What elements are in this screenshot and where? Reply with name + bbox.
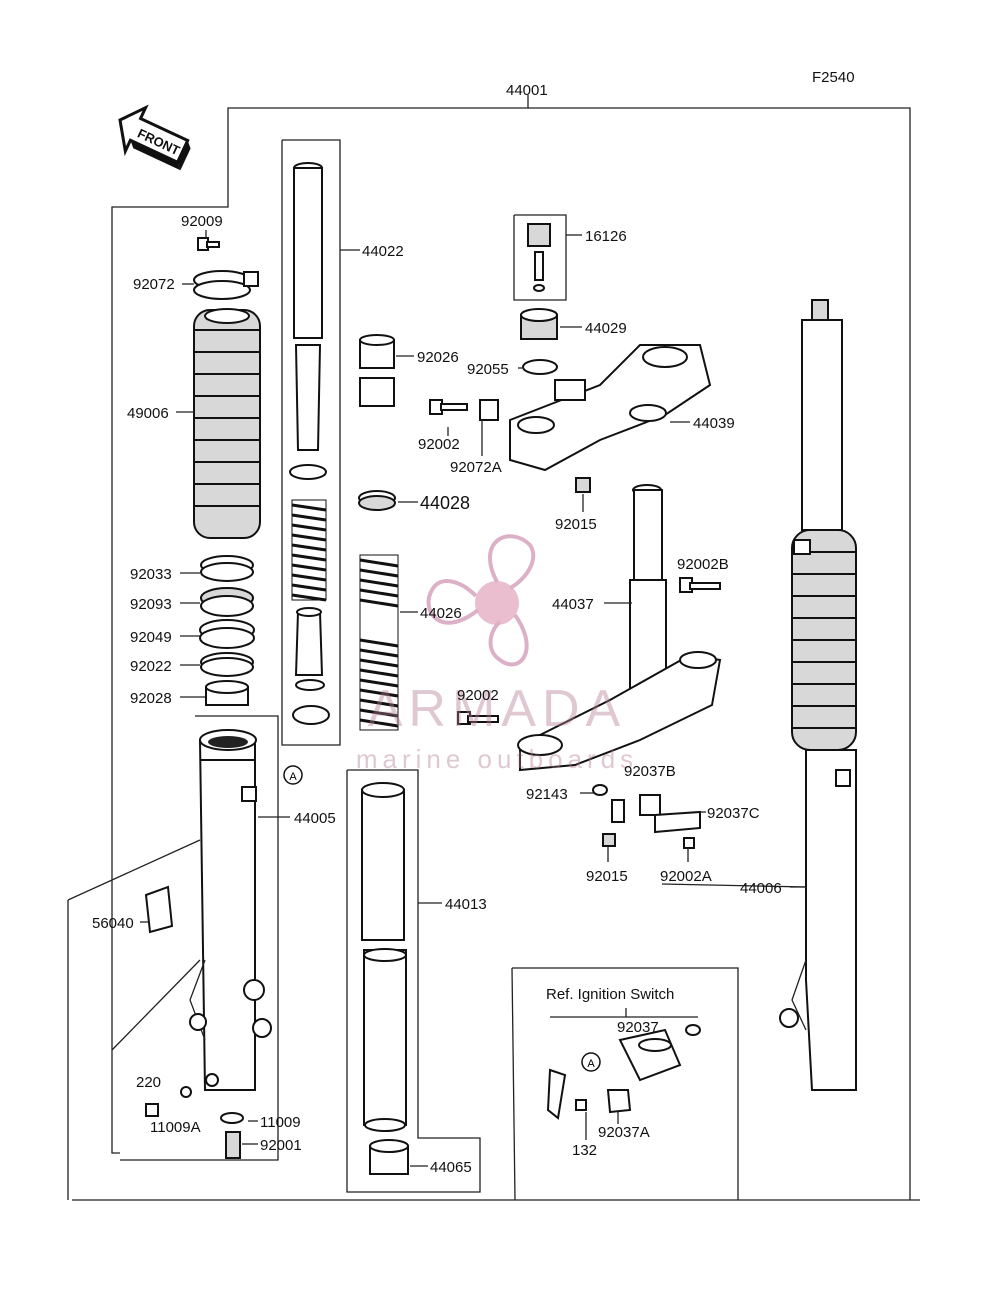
fork-boot-left bbox=[193, 308, 261, 539]
callout-44039: 44039 bbox=[693, 415, 735, 432]
upper-clamp-assembly bbox=[429, 223, 712, 493]
callout-92002a: 92002A bbox=[660, 868, 712, 885]
callout-44001: 44001 bbox=[506, 82, 548, 99]
callout-92093: 92093 bbox=[130, 596, 172, 613]
callout-92002-lower: 92002 bbox=[457, 687, 499, 704]
callout-92028: 92028 bbox=[130, 690, 172, 707]
callout-92001: 92001 bbox=[260, 1137, 302, 1154]
front-arrow-icon: FRONT bbox=[118, 104, 191, 171]
callout-92015-upper: 92015 bbox=[555, 516, 597, 533]
center-fork-internals bbox=[289, 162, 409, 1175]
callout-92037c: 92037C bbox=[707, 805, 760, 822]
callout-92049: 92049 bbox=[130, 629, 172, 646]
propeller-logo-icon bbox=[426, 534, 536, 667]
complete-fork-right bbox=[779, 299, 857, 1091]
spring-left bbox=[291, 499, 327, 602]
watermark-tagline: marine outboards bbox=[356, 744, 638, 774]
callout-44026: 44026 bbox=[420, 605, 462, 622]
assembly-frame-lines bbox=[67, 95, 920, 1201]
callout-92002b: 92002B bbox=[677, 556, 729, 573]
callout-44028: 44028 bbox=[420, 493, 470, 513]
figure-code: F2540 bbox=[812, 69, 855, 86]
left-fork-parts bbox=[144, 237, 272, 1159]
part-callouts: F2540 44001 44022 92009 92072 49006 9203… bbox=[92, 69, 855, 1176]
callout-56040: 56040 bbox=[92, 915, 134, 932]
callout-92037b: 92037B bbox=[624, 763, 676, 780]
callout-49006: 49006 bbox=[127, 405, 169, 422]
marker-a-2-label: A bbox=[587, 1058, 595, 1070]
callout-92002-upper: 92002 bbox=[418, 436, 460, 453]
callout-92015-lower: 92015 bbox=[586, 868, 628, 885]
callout-132: 132 bbox=[572, 1142, 597, 1159]
callout-92009: 92009 bbox=[181, 213, 223, 230]
callout-11009a: 11009A bbox=[150, 1119, 201, 1136]
callout-44022: 44022 bbox=[362, 243, 404, 260]
callout-92037: 92037 bbox=[617, 1019, 659, 1036]
callout-44065: 44065 bbox=[430, 1159, 472, 1176]
callout-92055: 92055 bbox=[467, 361, 509, 378]
callout-92033: 92033 bbox=[130, 566, 172, 583]
callout-44029: 44029 bbox=[585, 320, 627, 337]
callout-92072a: 92072A bbox=[450, 459, 502, 476]
outer-fork-tube-left bbox=[189, 729, 272, 1091]
marker-a-2: A bbox=[581, 1052, 601, 1072]
fork-boot-right bbox=[791, 529, 857, 751]
marker-a-1-label: A bbox=[289, 771, 297, 783]
ignition-switch-ref-parts bbox=[546, 1024, 701, 1120]
leader-lines bbox=[140, 230, 807, 1167]
callout-92037a: 92037A bbox=[598, 1124, 650, 1141]
callout-11009: 11009 bbox=[260, 1114, 301, 1131]
steering-stem-assembly bbox=[457, 484, 722, 849]
inner-fork-tube bbox=[361, 782, 407, 1132]
armada-watermark: ARMADA marine outboards bbox=[356, 534, 638, 774]
callout-92022: 92022 bbox=[130, 658, 172, 675]
callout-92143: 92143 bbox=[526, 786, 568, 803]
callout-16126: 16126 bbox=[585, 228, 627, 245]
watermark-brand: ARMADA bbox=[368, 680, 626, 738]
bolt-icon bbox=[197, 237, 220, 251]
spring-right bbox=[359, 554, 399, 731]
ref-ignition-switch-title: Ref. Ignition Switch bbox=[546, 986, 674, 1003]
callout-44013: 44013 bbox=[445, 896, 487, 913]
callout-220: 220 bbox=[136, 1074, 161, 1091]
callout-44005: 44005 bbox=[294, 810, 336, 827]
callout-44006: 44006 bbox=[740, 880, 782, 897]
callout-44037: 44037 bbox=[552, 596, 594, 613]
marker-a-1: A bbox=[283, 765, 303, 785]
callout-92026: 92026 bbox=[417, 349, 459, 366]
callout-92072: 92072 bbox=[133, 276, 175, 293]
